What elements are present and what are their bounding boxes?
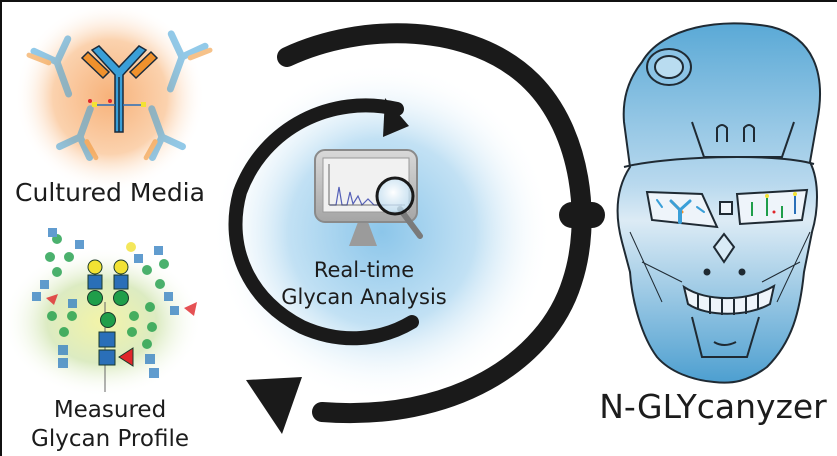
background-glycans (32, 228, 197, 378)
analysis-monitor-icon (314, 149, 423, 246)
magnifier-icon (375, 176, 415, 216)
measured-label-line2: Glycan Profile (31, 426, 189, 452)
analysis-label-line2: Glycan Analysis (281, 285, 447, 309)
cultured-media-illustration (15, 2, 213, 192)
analysis-label-line1: Real-time (313, 258, 415, 282)
eye-antibodies (656, 199, 705, 224)
measured-label-line1: Measured (53, 397, 167, 423)
outer-arrowhead-icon (246, 377, 302, 434)
main-glycan (87, 259, 134, 392)
inner-arrowhead-icon (383, 98, 409, 137)
right-eye (735, 188, 809, 226)
antibody-icon (55, 105, 99, 162)
main-antibody-icon (80, 45, 159, 133)
realtime-analysis-label: Real-time Glycan Analysis (254, 257, 474, 311)
product-name-label: N-GLYcanyzer (599, 387, 827, 426)
chromatogram-trace (330, 186, 402, 207)
antibody-icon (166, 30, 213, 93)
glycan-profile-illustration (2, 228, 202, 397)
robot-skull-icon (616, 22, 821, 384)
antibody-icon (143, 105, 187, 162)
antibody-icon (26, 35, 73, 98)
cultured-media-label: Cultured Media (15, 178, 205, 207)
eye-glycans (751, 192, 797, 218)
inner-cycle-arrow (228, 98, 419, 346)
outer-cycle-arrow (277, 23, 605, 424)
measured-glycan-profile-label: Measured Glycan Profile (4, 396, 216, 454)
